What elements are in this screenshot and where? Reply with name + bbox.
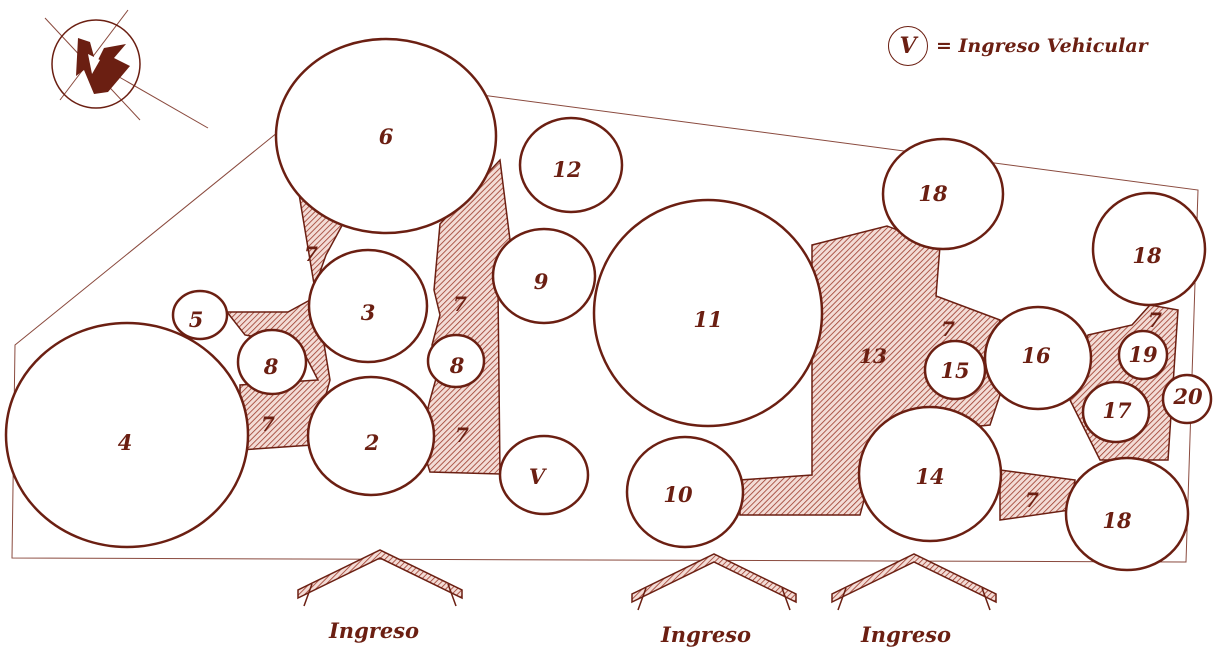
entrance-symbol-icon — [831, 553, 997, 611]
zone-label: 19 — [1128, 342, 1158, 367]
circulation-label: 7 — [941, 317, 955, 341]
zone-labels: 6 12 3 9 5 8 8 4 2 V 11 10 18 18 18 14 1… — [118, 124, 1203, 533]
zone-3-circle — [307, 248, 429, 364]
zone-20-circle — [1161, 373, 1213, 425]
zone-label: 12 — [552, 157, 581, 182]
zone-label: 18 — [1132, 243, 1162, 268]
entrance-label: Ingreso — [660, 622, 751, 647]
zone-label: 9 — [534, 269, 549, 294]
zone-label: 18 — [918, 181, 948, 206]
zone-label: 10 — [663, 482, 693, 507]
circulation-labels: 7 7 7 7 7 7 7 13 — [261, 242, 1162, 512]
zone-label: 18 — [1102, 508, 1132, 533]
zone-label: 8 — [449, 353, 465, 378]
zone-label: 5 — [189, 307, 204, 332]
zone-label: 11 — [693, 307, 722, 332]
entrance-symbol-icon — [297, 549, 463, 607]
legend-text: = Ingreso Vehicular — [936, 35, 1148, 57]
circulation-label: 7 — [304, 242, 318, 266]
zone-label: 17 — [1102, 398, 1132, 423]
zone-label: 6 — [379, 124, 394, 149]
zone-18b-circle — [1091, 191, 1207, 307]
zone-12-circle — [518, 116, 624, 214]
zone-circles — [4, 37, 1213, 572]
zone-label: 4 — [118, 430, 133, 455]
entrance-labels: Ingreso Ingreso Ingreso — [328, 618, 951, 647]
zone-label: 8 — [263, 354, 279, 379]
zone-label: 3 — [361, 300, 376, 325]
zone-4-circle — [4, 321, 250, 549]
circulation-label: 7 — [1148, 308, 1162, 332]
zone-18c-circle — [1064, 456, 1190, 572]
zone-label: 2 — [364, 430, 380, 455]
lot-boundary — [11, 76, 1199, 563]
entrance-label: Ingreso — [328, 618, 419, 643]
zone-15-circle — [923, 339, 987, 401]
zone-8a-circle — [236, 328, 308, 396]
zone-18a-circle — [881, 137, 1005, 251]
zone-label: 16 — [1021, 343, 1051, 368]
zone-17-circle — [1081, 380, 1151, 444]
zone-v-circle — [498, 434, 590, 516]
north-arrow-icon — [44, 9, 209, 129]
zone-5-circle — [171, 289, 229, 341]
circulation-label: 7 — [261, 412, 275, 436]
zone-14-circle — [857, 405, 1003, 543]
entrance-label: Ingreso — [860, 622, 951, 647]
zone-2-circle — [306, 375, 436, 497]
entrance-symbol-icon — [631, 553, 797, 611]
circulation-label: 13 — [859, 344, 887, 368]
zone-label: 15 — [940, 358, 969, 383]
circulation-label: 7 — [1025, 488, 1039, 512]
vehicular-entry-symbol: V — [888, 26, 928, 66]
zone-19-circle — [1117, 329, 1169, 381]
zone-16-circle — [983, 305, 1093, 411]
zone-9-circle — [491, 227, 597, 325]
zone-label: 14 — [915, 464, 944, 489]
zone-6-circle — [274, 37, 498, 235]
zone-8b-circle — [426, 333, 486, 389]
circulation-label: 7 — [453, 292, 467, 316]
zone-label: 20 — [1172, 384, 1203, 409]
circulation-label: 7 — [455, 423, 469, 447]
zone-11-circle — [592, 198, 824, 428]
zone-10-circle — [625, 435, 745, 549]
zone-label: V — [529, 464, 548, 489]
legend: V = Ingreso Vehicular — [888, 24, 1148, 68]
